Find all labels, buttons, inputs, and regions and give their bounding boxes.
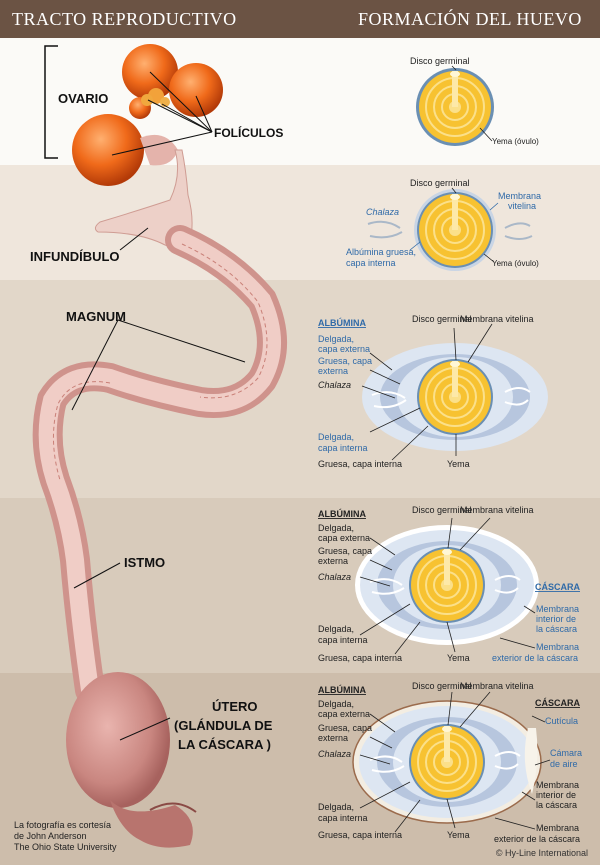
- s2-membrana: Membrana: [498, 191, 541, 201]
- s2-disco-germinal: Disco germinal: [410, 178, 470, 188]
- s3-membrana-vitelina: Membrana vitelina: [460, 314, 534, 324]
- s1-disco-germinal: Disco germinal: [410, 56, 470, 66]
- s5-delgada-int: Delgada,: [318, 802, 354, 812]
- s5-delgada-ext: Delgada,: [318, 699, 354, 709]
- s2-vitelina: vitelina: [508, 201, 536, 211]
- s4-albumina: ALBÚMINA: [318, 508, 366, 519]
- s5-membrana-vitelina: Membrana vitelina: [460, 681, 534, 691]
- s3-gruesa-ext: Gruesa, capa: [318, 356, 372, 366]
- s4-gruesa-ext: Gruesa, capa: [318, 546, 372, 556]
- s3-externa: externa: [318, 366, 348, 376]
- s5-mem-int-1: Membrana: [536, 780, 579, 790]
- s3-delgada-int: Delgada,: [318, 432, 354, 442]
- credit-line-3: The Ohio State University: [14, 842, 117, 852]
- egg-stage-1: Disco germinal Yema (óvulo): [410, 56, 539, 146]
- tract-leader-lines: [44, 45, 246, 741]
- s5-camara-2: de aire: [550, 759, 578, 769]
- s4-membrana-vitelina: Membrana vitelina: [460, 505, 534, 515]
- credit-line-1: La fotografía es cortesía: [14, 820, 112, 830]
- s3-capa-int: capa interna: [318, 443, 368, 453]
- s4-mem-int-1: Membrana: [536, 604, 579, 614]
- s5-capa-int: capa interna: [318, 813, 368, 823]
- s4-yema: Yema: [447, 653, 470, 663]
- s3-disco-germinal: Disco germinal: [412, 314, 472, 324]
- egg-stage-2: Disco germinal Membrana vitelina Chalaza…: [346, 178, 541, 271]
- s5-disco-germinal: Disco germinal: [412, 681, 472, 691]
- s5-mem-ext-1: Membrana: [536, 823, 579, 833]
- s5-chalaza: Chalaza: [318, 749, 351, 759]
- header-right-title: FORMACIÓN DEL HUEVO: [358, 9, 582, 29]
- label-utero: ÚTERO: [212, 699, 258, 714]
- photo-credit: La fotografía es cortesía de John Anders…: [14, 820, 117, 853]
- s4-gruesa-int: Gruesa, capa interna: [318, 653, 402, 663]
- label-utero-shell: LA CÁSCARA ): [178, 737, 271, 752]
- s2-yema: Yema (óvulo): [492, 259, 539, 268]
- s2-chalaza: Chalaza: [366, 207, 399, 217]
- s4-capa-ext: capa externa: [318, 533, 370, 543]
- s5-mem-int-2: interior de: [536, 790, 576, 800]
- s4-externa: externa: [318, 556, 348, 566]
- header-left-title: TRACTO REPRODUCTIVO: [12, 9, 237, 29]
- egg-stage-4: ALBÚMINA Disco germinal Membrana vitelin…: [318, 505, 581, 663]
- s4-disco-germinal: Disco germinal: [412, 505, 472, 515]
- s5-yema: Yema: [447, 830, 470, 840]
- s4-mem-int-2: interior de: [536, 614, 576, 624]
- s4-cascara: CÁSCARA: [535, 582, 581, 592]
- egg-stage-5: ALBÚMINA Disco germinal Membrana vitelin…: [318, 681, 582, 844]
- s5-cuticula: Cutícula: [545, 716, 578, 726]
- label-foliculos: FOLÍCULOS: [214, 125, 283, 140]
- s4-chalaza: Chalaza: [318, 572, 351, 582]
- s5-externa: externa: [318, 733, 348, 743]
- s5-mem-ext-2: exterior de la cáscara: [494, 834, 580, 844]
- s5-camara-1: Cámara: [550, 748, 582, 758]
- s3-yema: Yema: [447, 459, 470, 469]
- s4-delgada-int: Delgada,: [318, 624, 354, 634]
- s5-albumina: ALBÚMINA: [318, 684, 366, 695]
- s2-albumina-gruesa: Albúmina gruesa,: [346, 247, 416, 257]
- tract-labels: OVARIO FOLÍCULOS INFUNDÍBULO MAGNUM ISTM…: [30, 91, 283, 752]
- s4-capa-int: capa interna: [318, 635, 368, 645]
- s4-mem-ext-1: Membrana: [536, 642, 579, 652]
- s3-gruesa-int: Gruesa, capa interna: [318, 459, 402, 469]
- s2-capa-interna: capa interna: [346, 258, 396, 268]
- s4-mem-ext-2: exterior de la cáscara: [492, 653, 578, 663]
- egg-stage-3: ALBÚMINA Disco germinal Membrana vitelin…: [318, 314, 548, 469]
- s5-capa-ext: capa externa: [318, 709, 370, 719]
- s4-delgada-ext: Delgada,: [318, 523, 354, 533]
- credit-line-2: de John Anderson: [14, 831, 87, 841]
- s5-gruesa-int: Gruesa, capa interna: [318, 830, 402, 840]
- s5-gruesa-ext: Gruesa, capa: [318, 723, 372, 733]
- s3-capa-ext: capa externa: [318, 344, 370, 354]
- label-infundibulo: INFUNDÍBULO: [30, 249, 120, 264]
- s3-albumina: ALBÚMINA: [318, 317, 366, 328]
- s5-cascara: CÁSCARA: [535, 698, 581, 708]
- s3-chalaza: Chalaza: [318, 380, 351, 390]
- s4-mem-int-3: la cáscara: [536, 624, 577, 634]
- label-utero-gland: (GLÁNDULA DE: [174, 718, 273, 733]
- s1-yema: Yema (óvulo): [492, 137, 539, 146]
- header-bar: TRACTO REPRODUCTIVO FORMACIÓN DEL HUEVO: [0, 0, 600, 38]
- label-istmo: ISTMO: [124, 555, 165, 570]
- s3-delgada-ext: Delgada,: [318, 334, 354, 344]
- s5-mem-int-3: la cáscara: [536, 800, 577, 810]
- copyright: © Hy-Line International: [495, 848, 588, 858]
- label-ovario: OVARIO: [58, 91, 108, 106]
- label-magnum: MAGNUM: [66, 309, 126, 324]
